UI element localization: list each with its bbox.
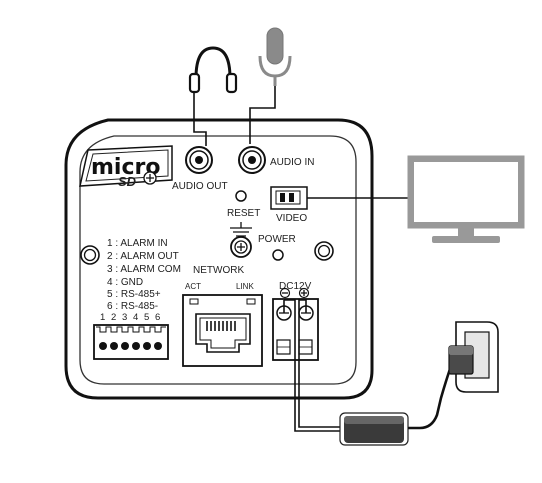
- headphones-icon: [188, 46, 238, 94]
- headphone-cable: [193, 92, 207, 146]
- alarm-terminal-block[interactable]: [93, 324, 169, 360]
- pin-number: 6: [155, 312, 160, 323]
- pin-number: 1: [100, 312, 105, 323]
- ground-screw[interactable]: [230, 222, 252, 258]
- legend-item: 2 : ALARM OUT: [107, 251, 179, 262]
- reset-label: RESET: [227, 208, 260, 219]
- terminal-legend: 1 : ALARM IN 2 : ALARM OUT 3 : ALARM COM…: [107, 238, 181, 312]
- pin-numbers: 1 2 3 4 5 6: [100, 312, 160, 323]
- pin-number: 2: [111, 312, 116, 323]
- audio-out-jack[interactable]: [185, 146, 213, 174]
- power-label: POWER: [258, 234, 296, 245]
- mount-screw-left: [80, 245, 100, 265]
- legend-item: 6 : RS-485-: [107, 301, 158, 312]
- audio-out-label: AUDIO OUT: [172, 181, 228, 192]
- pin-number: 4: [133, 312, 138, 323]
- act-led: [189, 298, 199, 305]
- audio-in-jack[interactable]: [238, 146, 266, 174]
- mount-screw-right: [314, 241, 334, 261]
- dc-label: DC12V: [279, 281, 312, 292]
- microphone-cable: [249, 86, 276, 144]
- network-label: NETWORK: [193, 265, 244, 276]
- pin-number: 3: [122, 312, 127, 323]
- power-adapter-icon: [339, 412, 409, 446]
- legend-item: 3 : ALARM COM: [107, 264, 181, 275]
- wall-outlet-icon: [448, 321, 499, 393]
- dc-wire-positive: [298, 299, 340, 428]
- minus-icon: [279, 287, 291, 299]
- act-label: ACT: [185, 282, 201, 291]
- video-connector[interactable]: [270, 186, 308, 210]
- pin-number: 5: [144, 312, 149, 323]
- legend-item: 5 : RS-485+: [107, 289, 161, 300]
- microsd-slot[interactable]: micro SD: [79, 145, 173, 189]
- video-label: VIDEO: [276, 213, 307, 224]
- power-led: [272, 249, 284, 261]
- microsd-logo-sub: SD: [118, 174, 137, 189]
- link-label: LINK: [236, 282, 254, 291]
- plus-icon: [298, 287, 310, 299]
- reset-button[interactable]: [235, 190, 247, 202]
- network-port[interactable]: [182, 294, 263, 367]
- audio-in-label: AUDIO IN: [270, 157, 314, 168]
- dc-wire-negative: [283, 299, 340, 432]
- legend-item: 4 : GND: [107, 277, 143, 288]
- legend-item: 1 : ALARM IN: [107, 238, 168, 249]
- monitor-icon: [407, 155, 525, 243]
- link-led: [246, 298, 256, 305]
- microphone-icon: [258, 27, 292, 86]
